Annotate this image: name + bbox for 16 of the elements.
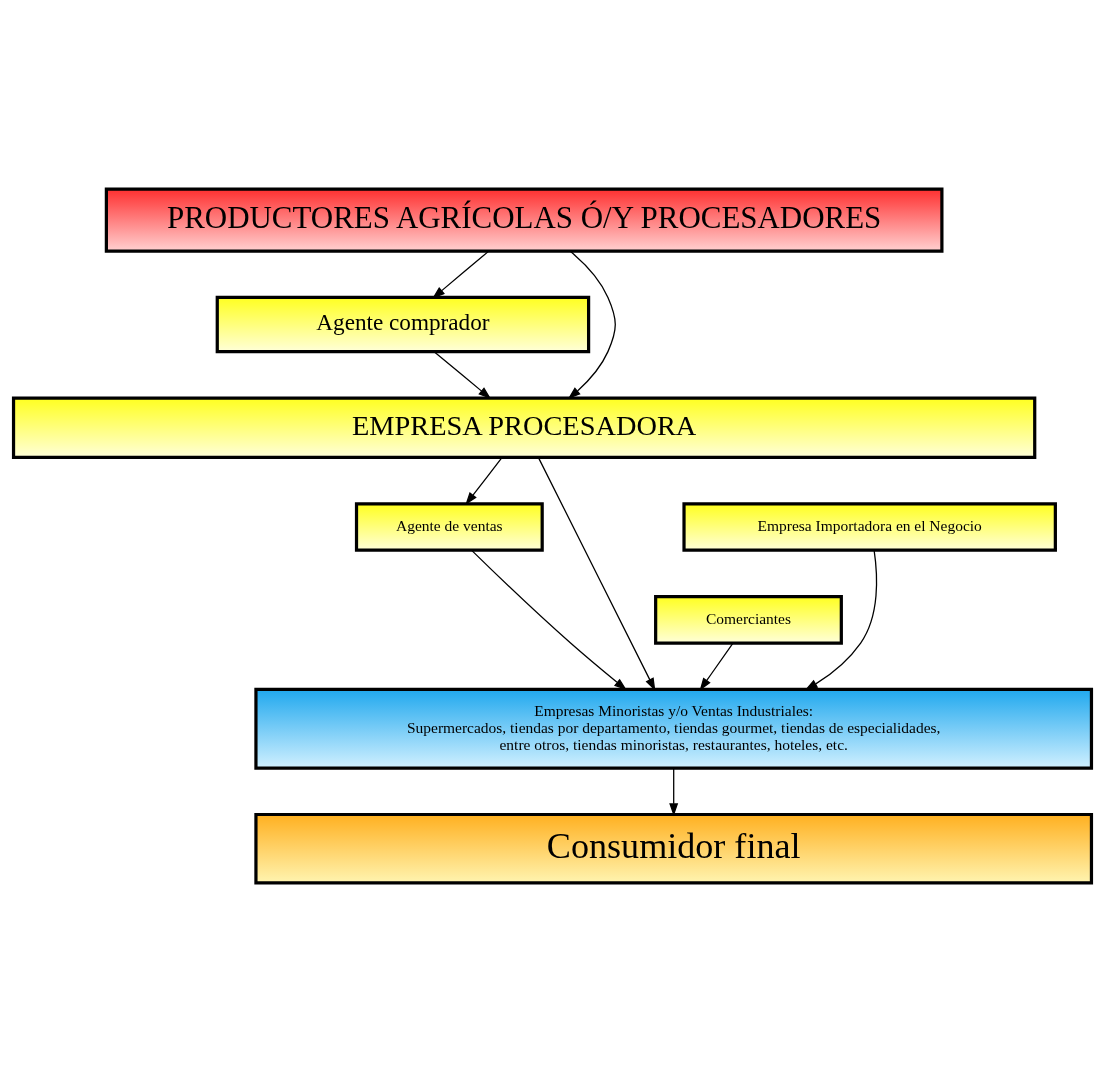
node-box: Empresa Importadora en el Negocio [682,502,1057,552]
node-box: Agente comprador [215,295,591,354]
arrow [471,549,627,691]
arrow [432,250,490,299]
arrow [465,456,503,506]
arrow [699,642,734,691]
arrow [537,456,656,691]
node-box: EMPRESA PROCESADORA [11,396,1037,459]
node-box: Empresas Minoristas y/o Ventas Industriales: Supermercados, tiendas por departamento, tiendas gourmet, tiendas de especialidades, entre otros, tiendas minoristas, restaurantes, hoteles, etc. [254,687,1094,770]
arrow [804,549,878,691]
node-box: Consumidor final [254,812,1094,885]
node-box: Agente de ventas [354,502,544,552]
arrow [433,351,492,399]
node-box: Comerciantes [654,595,843,645]
node-box: PRODUCTORES AGRÍCOLAS Ó/Y PROCESADORES [104,187,944,253]
arrow [567,250,616,400]
